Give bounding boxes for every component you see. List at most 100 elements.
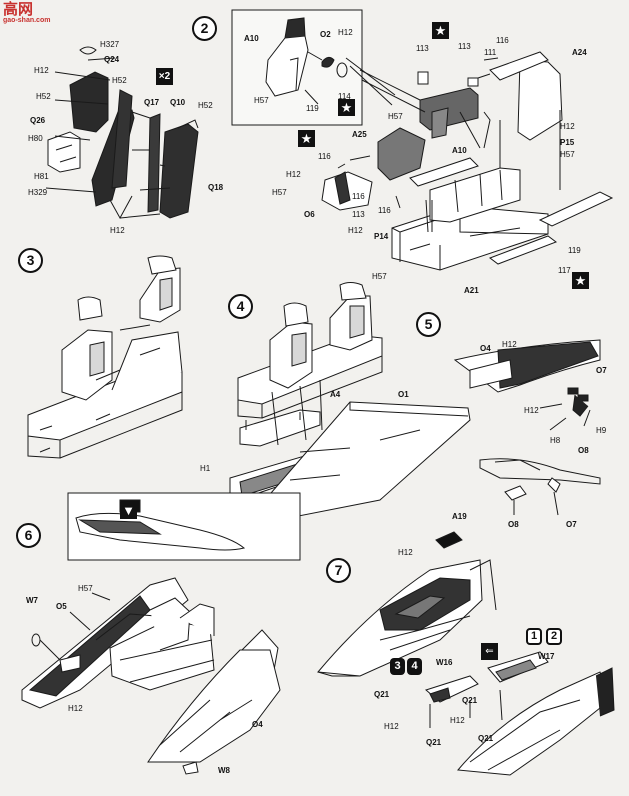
step2-inset-drawing — [265, 17, 396, 106]
part-label: W17 — [538, 652, 555, 661]
part-label: H57 — [560, 150, 575, 159]
part-label: A25 — [352, 130, 367, 139]
decal-group-1: 1 — [526, 628, 542, 645]
star-icon: ★ — [338, 99, 355, 116]
dither-paint-icon: ▼ — [120, 502, 137, 519]
part-label: A4 — [330, 390, 341, 399]
part-label: 116 — [496, 36, 509, 45]
part-label: Q21 — [426, 738, 442, 747]
step7-fuselage-canopy — [317, 531, 615, 776]
part-label: Q26 — [30, 116, 46, 125]
part-label: H12 — [338, 28, 353, 37]
part-label: Q18 — [208, 183, 224, 192]
step2-seat-assembly — [45, 46, 199, 220]
part-label: H8 — [550, 436, 561, 445]
decal-group-3: 3 — [390, 658, 405, 675]
part-label: H12 — [398, 548, 413, 557]
part-label: O6 — [304, 210, 315, 219]
part-label: A21 — [464, 286, 479, 295]
part-label: Q10 — [170, 98, 186, 107]
quantity-x2-badge: ×2 — [156, 68, 173, 85]
part-label: 114 — [338, 92, 351, 101]
part-label: W16 — [436, 658, 453, 667]
step-number-3: 3 — [18, 248, 43, 273]
part-label: A10 — [244, 34, 259, 43]
part-label: 116 — [352, 192, 365, 201]
part-label: W8 — [218, 766, 230, 775]
part-label: Q21 — [478, 734, 494, 743]
part-label: H12 — [34, 66, 49, 75]
part-label: H80 — [28, 134, 43, 143]
part-label: H57 — [372, 272, 387, 281]
watermark-url: gao-shan.com — [3, 17, 51, 24]
part-label: 113 — [352, 210, 365, 219]
part-label: H12 — [502, 340, 517, 349]
part-label: A10 — [452, 146, 467, 155]
part-label: 116 — [318, 152, 331, 161]
part-label: O7 — [596, 366, 607, 375]
part-label: H329 — [28, 188, 48, 197]
part-label: Q17 — [144, 98, 160, 107]
part-label: O8 — [578, 446, 589, 455]
part-label: 113 — [458, 42, 471, 51]
part-label: H52 — [198, 101, 213, 110]
step6-fuselage — [21, 577, 281, 775]
step4-cockpit — [229, 282, 471, 523]
star-icon: ★ — [298, 130, 315, 147]
part-label: H12 — [524, 406, 539, 415]
part-label: H52 — [112, 76, 127, 85]
part-label: H12 — [384, 722, 399, 731]
step-number-7: 7 — [326, 558, 351, 583]
part-label: Q21 — [462, 696, 478, 705]
part-label: 113 — [416, 44, 429, 53]
watermark-chars: 高网 — [3, 1, 34, 18]
part-label: 116 — [378, 206, 391, 215]
part-label: P14 — [374, 232, 389, 241]
part-label: 111 — [484, 48, 497, 57]
star-icon: ★ — [432, 22, 449, 39]
part-label: O2 — [320, 30, 331, 39]
part-label: H12 — [560, 122, 575, 131]
part-label: H12 — [286, 170, 301, 179]
step2-cockpit-tub — [321, 51, 614, 271]
part-label: H52 — [36, 92, 51, 101]
part-label: H57 — [272, 188, 287, 197]
step3-cockpit — [27, 255, 183, 459]
part-label: H12 — [68, 704, 83, 713]
part-label: H57 — [78, 584, 93, 593]
part-label: A19 — [452, 512, 467, 521]
part-label: O8 — [508, 520, 519, 529]
step-number-2: 2 — [192, 16, 217, 41]
part-label: H12 — [348, 226, 363, 235]
part-label: H57 — [254, 96, 269, 105]
part-label: 119 — [306, 104, 319, 113]
part-label: H12 — [450, 716, 465, 725]
step-number-6: 6 — [16, 523, 41, 548]
part-label: W7 — [26, 596, 38, 605]
part-label: 119 — [568, 246, 581, 255]
part-label: H9 — [596, 426, 607, 435]
part-label: A24 — [572, 48, 587, 57]
step-number-4: 4 — [228, 294, 253, 319]
part-label: O1 — [398, 390, 409, 399]
star-icon: ★ — [572, 272, 589, 289]
part-label: P15 — [560, 138, 575, 147]
part-label: Q24 — [104, 55, 120, 64]
decal-group-4: 4 — [407, 658, 422, 675]
part-label: O4 — [252, 720, 263, 729]
step5-canopy-detail — [453, 339, 601, 516]
part-label: H1 — [200, 464, 211, 473]
part-label: H12 — [110, 226, 125, 235]
part-label: Q21 — [374, 690, 390, 699]
part-label: O4 — [480, 344, 491, 353]
part-label: O7 — [566, 520, 577, 529]
watermark-logo: 高网 gao-shan.com — [3, 2, 50, 25]
part-label: H327 — [100, 40, 120, 49]
direction-arrow-icon: ⇐ — [481, 643, 498, 660]
part-label: H81 — [34, 172, 49, 181]
part-label: H57 — [388, 112, 403, 121]
part-label: 117 — [558, 266, 571, 275]
step-number-5: 5 — [416, 312, 441, 337]
